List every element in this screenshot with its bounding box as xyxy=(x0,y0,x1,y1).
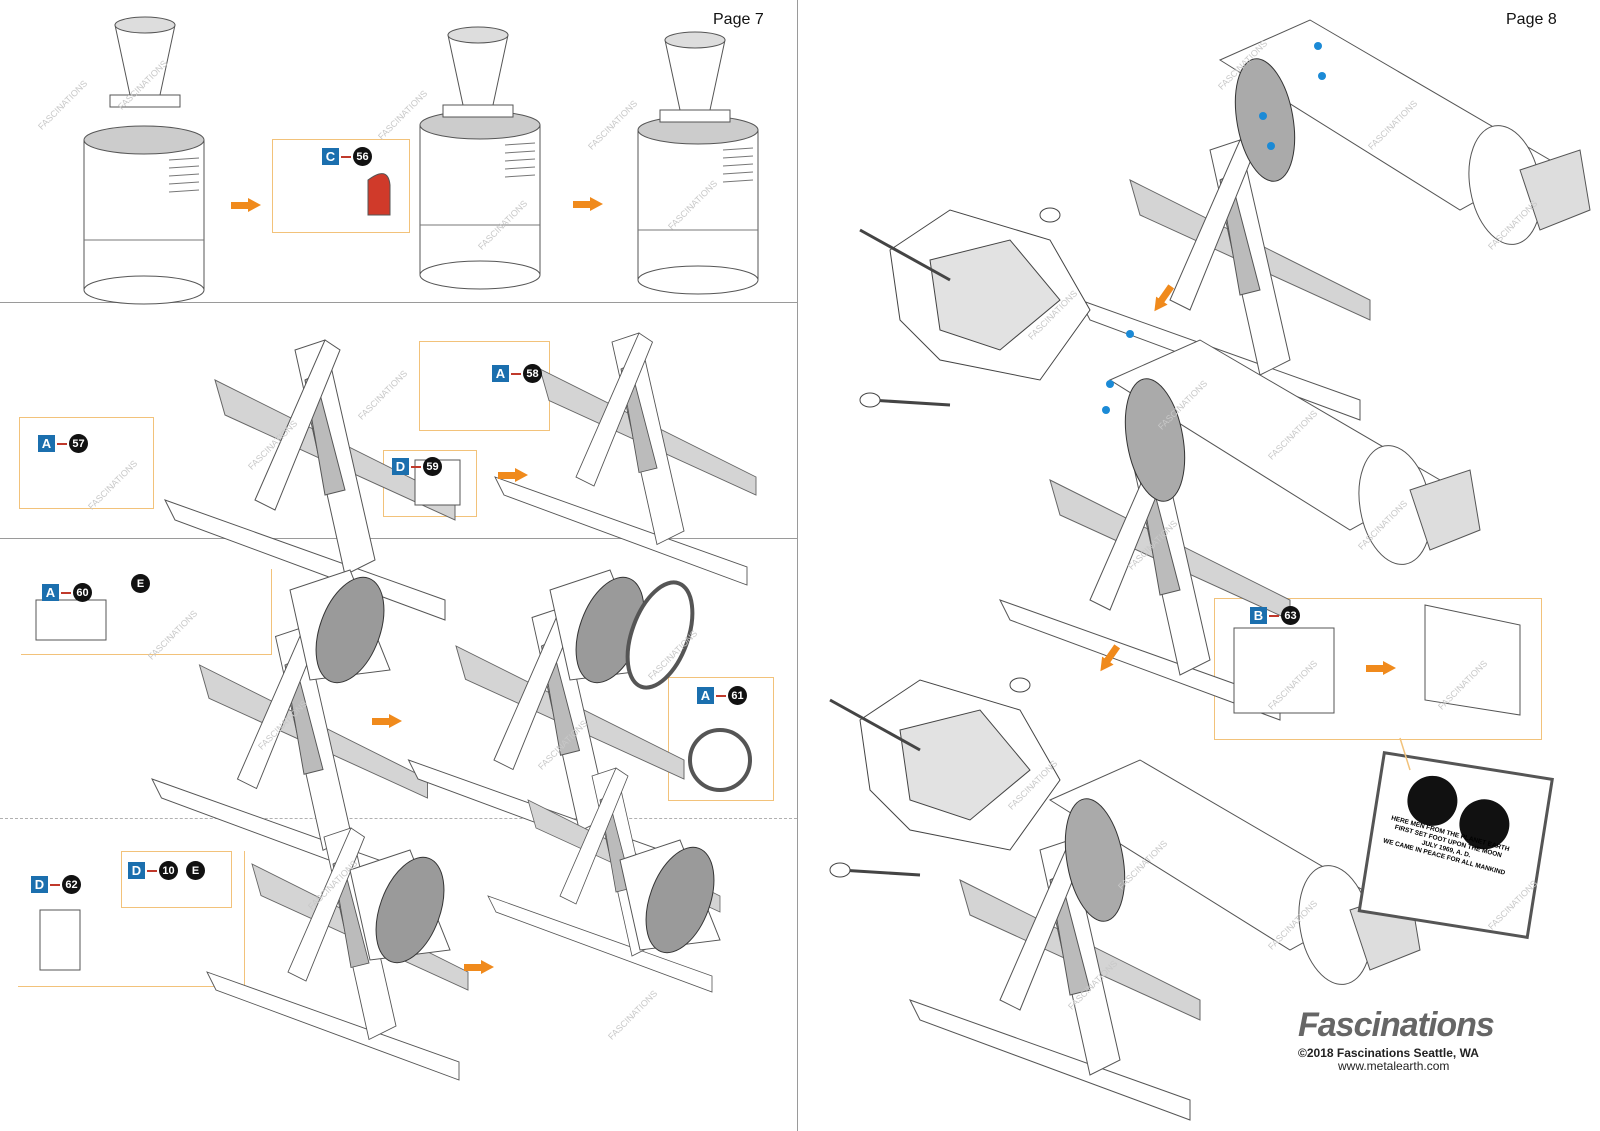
part-number: 63 xyxy=(1281,606,1300,625)
part-61-illustration xyxy=(688,728,752,792)
part-sheet-letter: A xyxy=(492,365,509,382)
command-service-module-illustration xyxy=(1219,19,1591,251)
part-sheet-letter: A xyxy=(38,435,55,452)
part-sheet-letter: C xyxy=(322,148,339,165)
next-step-arrow xyxy=(372,714,402,728)
part-label: E xyxy=(131,574,150,593)
copyright-text: ©2018 Fascinations Seattle, WA xyxy=(1298,1046,1479,1060)
part-number: E xyxy=(131,574,150,593)
ring-part-illustration xyxy=(625,580,695,690)
part-label: A 60 xyxy=(42,583,92,602)
next-step-arrow xyxy=(231,198,261,212)
website-link: www.metalearth.com xyxy=(1338,1059,1450,1073)
part-number: 59 xyxy=(423,457,442,476)
part-62-illustration xyxy=(39,909,81,971)
separator xyxy=(716,694,726,697)
stand-illustration xyxy=(909,839,1201,1121)
antenna-cone-illustration xyxy=(109,16,181,108)
part-sheet-letter: D xyxy=(392,458,409,475)
next-step-arrow xyxy=(573,197,603,211)
separator xyxy=(61,591,71,594)
part-label: A 57 xyxy=(38,434,88,453)
part-number: 57 xyxy=(69,434,88,453)
part-sheet-letter: A xyxy=(697,687,714,704)
separator xyxy=(147,869,157,872)
callout-box-10 xyxy=(121,851,232,908)
part-56-illustration xyxy=(367,173,391,216)
callout-box-57 xyxy=(19,417,154,509)
page-8: Page 8 xyxy=(798,0,1600,1131)
page-7: Page 7 xyxy=(0,0,798,1131)
separator xyxy=(411,465,421,468)
part-number: 62 xyxy=(62,875,81,894)
service-module-illustration xyxy=(83,125,205,305)
part-label: D 10 xyxy=(128,861,178,880)
next-step-arrow xyxy=(464,960,494,974)
part-label: B 63 xyxy=(1250,606,1300,625)
step-divider xyxy=(0,302,797,303)
part-label: C 56 xyxy=(322,147,372,166)
antenna-cone-illustration xyxy=(442,26,514,118)
part-sheet-letter: D xyxy=(128,862,145,879)
page-number: Page 7 xyxy=(713,11,764,28)
antenna-cone-illustration xyxy=(659,31,731,123)
part-label: D 59 xyxy=(392,457,442,476)
part-60-illustration xyxy=(35,599,107,641)
part-label: D 62 xyxy=(31,875,81,894)
separator xyxy=(50,883,60,886)
part-sheet-letter: B xyxy=(1250,607,1267,624)
fascinations-logo: Fascinations xyxy=(1298,1006,1495,1044)
separator xyxy=(511,372,521,375)
step-divider xyxy=(0,538,797,539)
part-sheet-letter: D xyxy=(31,876,48,893)
part-number: 10 xyxy=(159,861,178,880)
part-number: 60 xyxy=(73,583,92,602)
separator xyxy=(57,442,67,445)
separator xyxy=(341,155,351,158)
page-number: Page 8 xyxy=(1506,11,1557,28)
lunar-module-illustration xyxy=(828,676,1062,879)
next-step-arrow xyxy=(498,468,528,482)
part-number: 56 xyxy=(353,147,372,166)
next-step-arrow xyxy=(1366,661,1396,675)
plaque-illustration xyxy=(1357,751,1554,940)
guide-dots xyxy=(1102,42,1326,414)
part-63-illustration xyxy=(1233,627,1335,714)
part-label: A 58 xyxy=(492,364,542,383)
part-label: E xyxy=(186,861,205,880)
stand-illustration xyxy=(164,339,456,621)
part-number: 58 xyxy=(523,364,542,383)
part-sheet-letter: A xyxy=(42,584,59,601)
plaque-stand-illustration xyxy=(1424,604,1521,716)
separator xyxy=(1269,614,1279,617)
part-number: 61 xyxy=(728,686,747,705)
part-label: A 61 xyxy=(697,686,747,705)
step-divider xyxy=(0,818,797,819)
part-number: E xyxy=(186,861,205,880)
